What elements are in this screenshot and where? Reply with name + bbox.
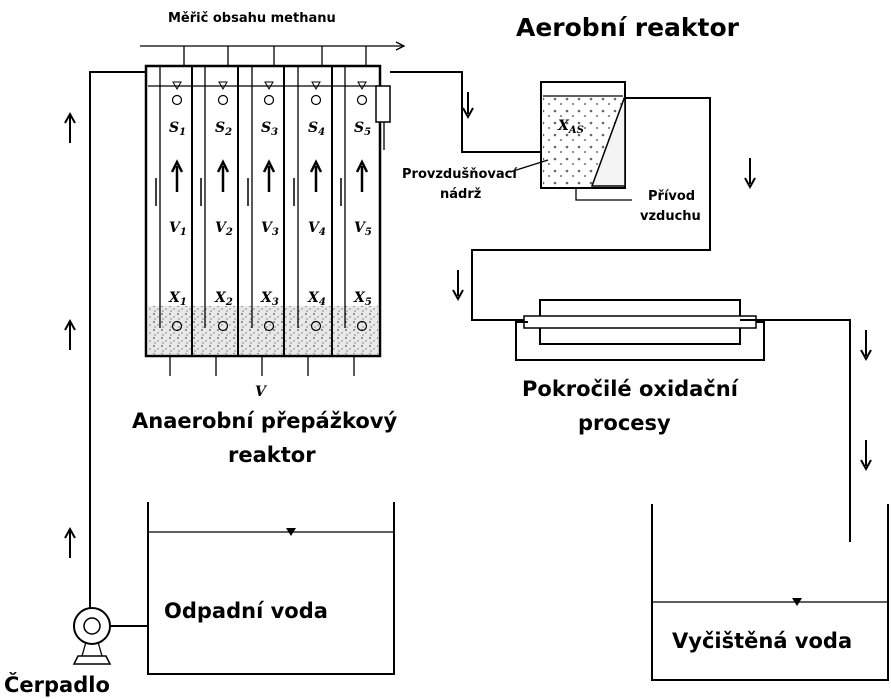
aeration-tank-label-line1: Provzdušňovací [402, 167, 518, 182]
sludge-granule-icon [217, 320, 229, 332]
sludge-granule-icon [171, 320, 183, 332]
volume-label-2: V2 [215, 220, 233, 238]
aop-label-line2: procesy [578, 411, 671, 435]
gas-collection-manifold [140, 41, 406, 66]
biomass-label-1: X1 [168, 290, 187, 308]
aop-unit [515, 299, 851, 542]
aop-label-line1: Pokročilé oxidační [522, 377, 740, 401]
gas-bubble-icon [217, 94, 229, 106]
substrate-label-2: S2 [215, 120, 232, 138]
aeration-tank [471, 81, 711, 321]
down-arrow-icon [860, 330, 872, 472]
x-as-label: XAS [557, 118, 584, 136]
sludge-granule-icon [263, 320, 275, 332]
anaerobic-baffled-reactor [144, 64, 391, 376]
gas-vent-icon [311, 81, 321, 91]
clean-water-tank [651, 504, 889, 681]
aeration-leader-line [509, 159, 549, 173]
gas-vent-icon [264, 81, 274, 91]
wastewater-tank [147, 502, 395, 675]
substrate-label-3: S3 [261, 120, 278, 138]
biomass-label-2: X2 [214, 290, 233, 308]
aerobic-reactor-title: Aerobní reaktor [516, 13, 740, 42]
feed-pipe [89, 71, 146, 612]
wastewater-label: Odpadní voda [164, 599, 328, 623]
biomass-label-4: X4 [307, 290, 326, 308]
volume-label-3: V3 [261, 220, 279, 238]
abr-label-line1: Anaerobní přepážkový [132, 409, 397, 433]
gas-vent-icon [357, 81, 367, 91]
biomass-label-5: X5 [353, 290, 372, 308]
gas-vent-icon [218, 81, 228, 91]
substrate-label-1: S1 [169, 120, 186, 138]
abr-to-aerobic-pipe [390, 71, 548, 153]
volume-label-5: V5 [354, 220, 372, 238]
pump-label: Čerpadlo [4, 672, 110, 697]
sludge-granule-icon [310, 320, 322, 332]
volume-label-4: V4 [308, 220, 326, 238]
gas-bubble-icon [310, 94, 322, 106]
upflow-arrowhead-icon [355, 159, 369, 173]
down-arrow-icon [452, 158, 756, 302]
drain-valves [169, 356, 355, 376]
total-volume-label: V [255, 384, 268, 400]
abr-label-line2: reaktor [228, 443, 316, 467]
sludge-granule-icon [356, 320, 368, 332]
upflow-arrowhead-icon [309, 159, 323, 173]
biomass-label-3: X3 [260, 290, 279, 308]
gas-vent-icon [172, 81, 182, 91]
substrate-label-4: S4 [308, 120, 325, 138]
air-inlet-label-line2: vzduchu [640, 209, 701, 224]
air-inlet-label-line1: Přívod [648, 189, 695, 204]
methane-meter-label: Měřič obsahu methanu [168, 11, 336, 26]
volume-label-1: V1 [169, 220, 187, 238]
up-arrow-icon [64, 111, 76, 558]
upflow-arrowhead-icon [216, 159, 230, 173]
pump-icon [72, 607, 148, 665]
gas-bubble-icon [171, 94, 183, 106]
down-arrow-icon [462, 92, 474, 120]
substrate-label-5: S5 [354, 120, 371, 138]
gas-bubble-icon [263, 94, 275, 106]
clean-water-label: Vyčištěná voda [672, 629, 852, 653]
gas-bubble-icon [356, 94, 368, 106]
upflow-arrowhead-icon [262, 159, 276, 173]
aeration-tank-label-line2: nádrž [440, 187, 481, 202]
upflow-arrowhead-icon [170, 159, 184, 173]
